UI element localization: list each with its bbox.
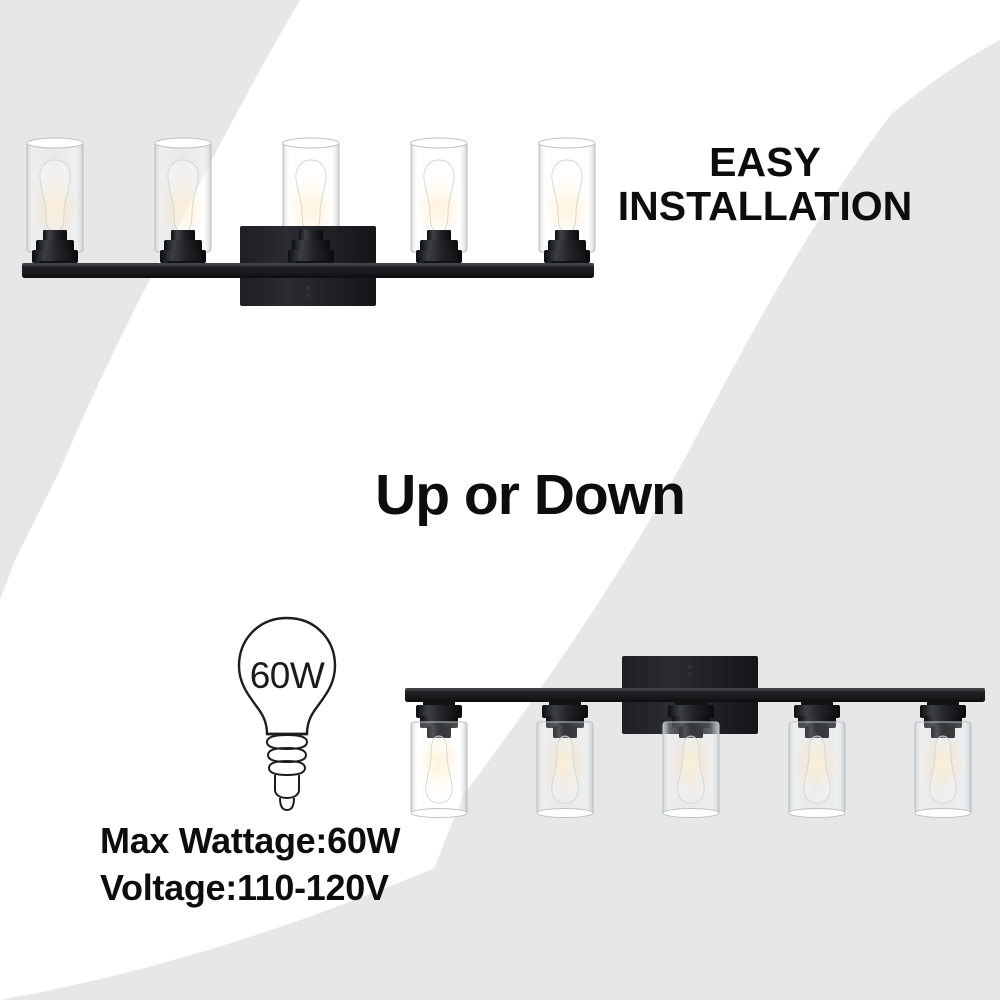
lamp-head-3 [282, 137, 340, 253]
easy-installation-line-2: INSTALLATION [617, 183, 913, 230]
lamp-head-down-4 [788, 700, 846, 818]
lamp-head-1 [26, 137, 84, 267]
vanity-light-fixture-upward [22, 137, 596, 306]
bulb-neck [274, 775, 300, 800]
lamp-head-down-1 [410, 700, 468, 818]
bg-band-right-mid [660, 40, 1000, 810]
lamp-head-down-3 [662, 700, 720, 818]
light-bulb-icon [237, 616, 337, 812]
bulb-contact-tip [279, 797, 295, 812]
bulb-thread-1 [265, 733, 309, 751]
spec-callout: Max Wattage:60W Voltage:110-120V [100, 818, 460, 912]
bulb-thread-2 [266, 746, 308, 764]
screw-detail-bottom [687, 664, 693, 677]
orientation-title: Up or Down [375, 463, 686, 527]
lamp-head-5 [538, 137, 596, 267]
bulb-thread-3 [267, 759, 307, 777]
fixture-bar-bottom [405, 688, 985, 702]
screw-detail-top [305, 285, 311, 298]
lamp-head-group-top [26, 137, 596, 267]
fixture-bar-top [22, 263, 594, 278]
easy-installation-line-1: EASY [709, 139, 821, 185]
bulb-wattage-label: 60W [249, 655, 325, 696]
spec-max-wattage: Max Wattage:60W [100, 820, 401, 861]
lamp-head-4 [410, 137, 468, 267]
vanity-light-fixture-downward [405, 656, 985, 818]
bg-band-lower-left [0, 560, 1000, 1000]
lamp-head-2 [154, 137, 212, 267]
lamp-head-down-5 [914, 700, 972, 818]
easy-installation-callout: EASY INSTALLATION [600, 140, 930, 229]
spec-voltage: Voltage:110-120V [100, 866, 389, 908]
lamp-head-group-bottom [410, 700, 972, 818]
lamp-head-down-2 [536, 700, 594, 818]
